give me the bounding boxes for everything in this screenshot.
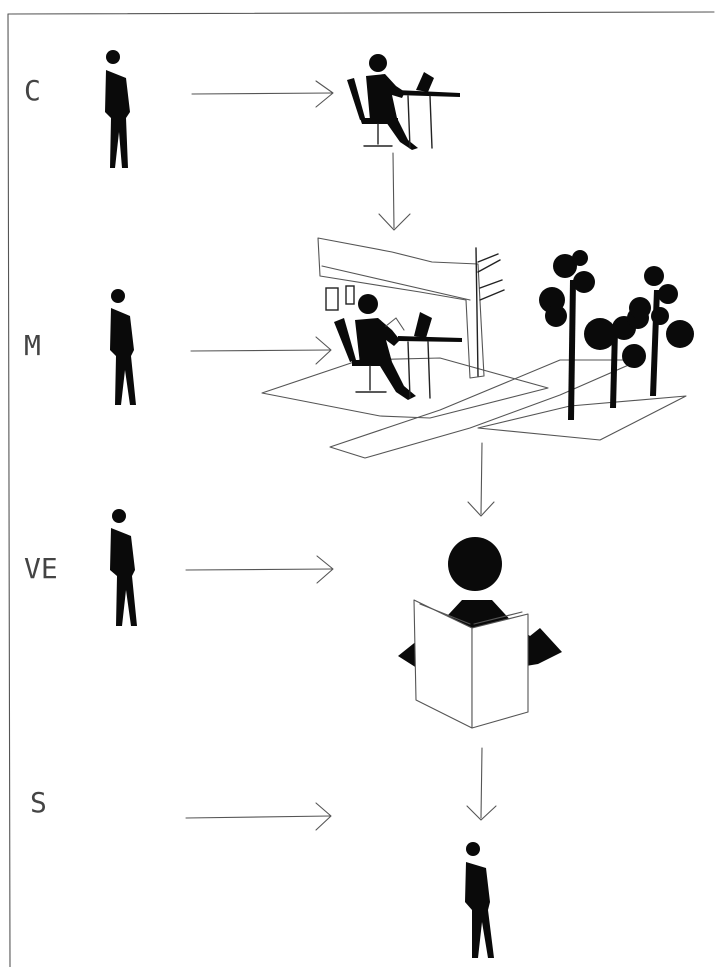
- person-at-desk-icon: [347, 54, 460, 150]
- arrow-s: [185, 802, 332, 831]
- row-label-ve: VE: [24, 552, 58, 585]
- row-label-s: S: [30, 786, 47, 819]
- sketch-border: [7, 11, 715, 967]
- arrow-down-2: [467, 442, 495, 517]
- row-label-m: M: [24, 329, 41, 362]
- row-label-c: C: [24, 74, 41, 107]
- arrow-down-3: [466, 747, 497, 821]
- workspace-with-trees-icon: [261, 237, 694, 459]
- standing-person-icon: [465, 842, 494, 958]
- arrow-ve: [185, 555, 334, 584]
- standing-person-icon: [110, 509, 137, 626]
- tree-icon: [629, 266, 694, 396]
- tree-icon: [584, 307, 649, 408]
- arrow-down-1: [378, 152, 411, 231]
- tree-icon: [539, 250, 595, 420]
- standing-person-icon: [110, 289, 136, 405]
- arrow-m: [190, 336, 332, 365]
- arrow-c: [191, 80, 334, 108]
- standing-person-icon: [105, 50, 130, 168]
- person-reading-icon: [398, 537, 562, 729]
